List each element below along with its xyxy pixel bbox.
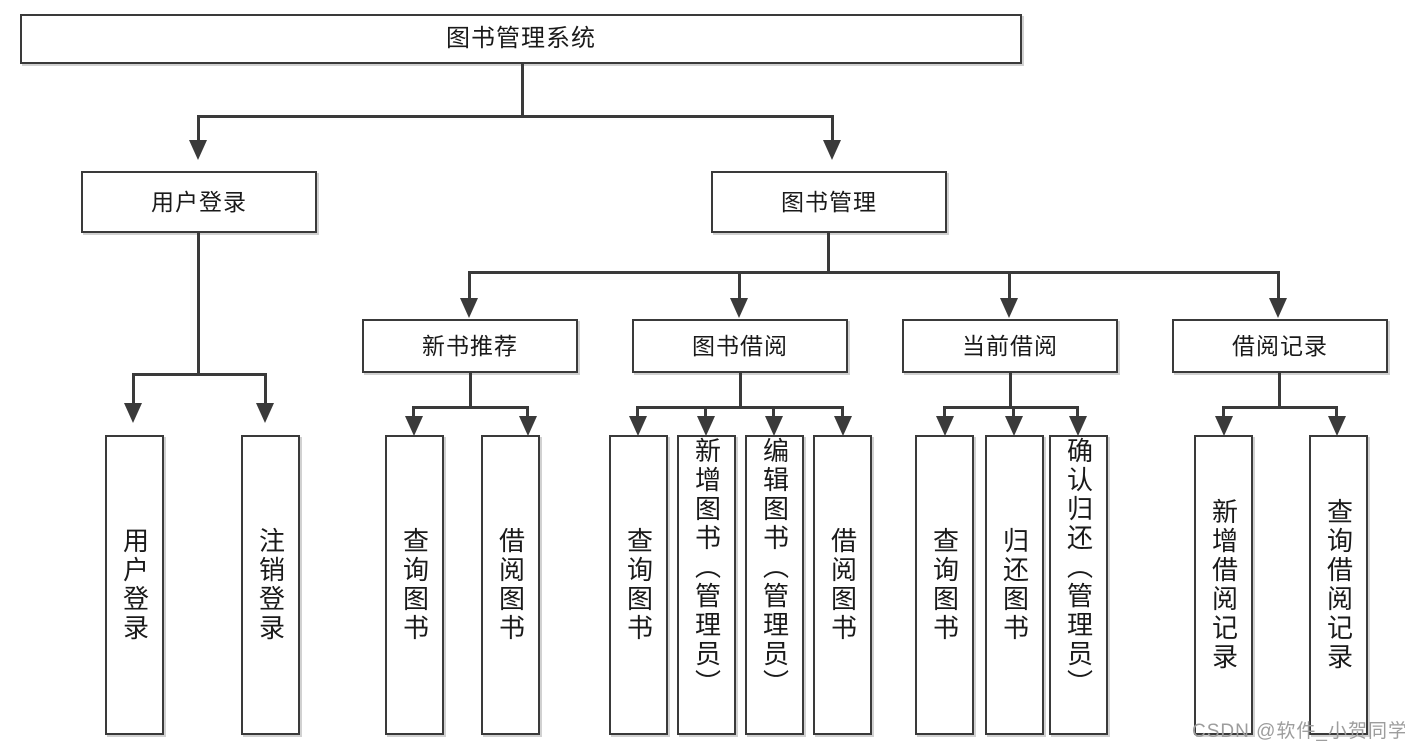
connector-br-bus	[1222, 406, 1338, 409]
node-label: 确认归还（管理员）	[1063, 437, 1094, 698]
connector-bm-drop-1	[468, 271, 471, 301]
node-label: 借阅记录	[1232, 332, 1328, 359]
node-label: 用户登录	[119, 527, 150, 643]
connector-br-drop-2	[1335, 406, 1338, 420]
node-label: 新增图书（管理员）	[691, 437, 722, 698]
connector-br-drop-1	[1222, 406, 1225, 420]
node-label: 图书借阅	[692, 332, 788, 359]
node-label: 图书管理	[781, 188, 877, 215]
arrow-bb-leaf-4	[834, 416, 852, 436]
node-label: 查询图书	[929, 527, 960, 643]
leaf-user-login[interactable]: 用户登录	[105, 435, 164, 735]
connector-user-login-stem	[197, 233, 200, 376]
connector-root-drop-left	[197, 115, 200, 143]
leaf-add-book-admin[interactable]: 新增图书（管理员）	[677, 435, 736, 735]
arrow-bb-leaf-2	[697, 416, 715, 436]
arrow-nbr-leaf-1	[405, 416, 423, 436]
arrow-to-user-login	[189, 140, 207, 160]
connector-user-login-bus	[132, 373, 267, 376]
arrow-to-current-borrow	[1000, 298, 1018, 318]
connector-book-management-bus	[468, 271, 1280, 274]
arrow-cb-leaf-1	[936, 416, 954, 436]
node-label: 注销登录	[255, 527, 286, 643]
connector-bb-drop-3	[772, 406, 775, 420]
node-label: 新增借阅记录	[1208, 498, 1239, 672]
arrow-to-book-borrow	[730, 298, 748, 318]
connector-cb-drop-2	[1012, 406, 1015, 420]
connector-cb-drop-3	[1076, 406, 1079, 420]
arrow-br-leaf-1	[1215, 416, 1233, 436]
connector-root-bus	[197, 115, 834, 118]
node-new-book-recommend[interactable]: 新书推荐	[362, 319, 578, 373]
node-label: 查询图书	[399, 527, 430, 643]
node-label: 图书管理系统	[446, 25, 596, 53]
connector-br-stem	[1278, 373, 1281, 409]
arrow-to-leaf-logout	[256, 403, 274, 423]
connector-bb-stem	[739, 373, 742, 409]
leaf-query-book-borrow[interactable]: 查询图书	[609, 435, 668, 735]
connector-root-stem	[521, 64, 524, 117]
connector-nbr-drop-1	[412, 406, 415, 420]
leaf-borrow-book-recommend[interactable]: 借阅图书	[481, 435, 540, 735]
node-label: 用户登录	[151, 188, 247, 215]
arrow-nbr-leaf-2	[519, 416, 537, 436]
leaf-query-borrow-record[interactable]: 查询借阅记录	[1309, 435, 1368, 735]
connector-cb-stem	[1009, 373, 1012, 409]
arrow-cb-leaf-2	[1005, 416, 1023, 436]
connector-cb-drop-1	[943, 406, 946, 420]
connector-nbr-bus	[412, 406, 529, 409]
connector-book-management-stem	[827, 233, 830, 273]
node-root-system[interactable]: 图书管理系统	[20, 14, 1022, 64]
node-label: 编辑图书（管理员）	[759, 437, 790, 698]
connector-bm-drop-4	[1277, 271, 1280, 301]
arrow-to-book-management	[823, 140, 841, 160]
connector-nbr-stem	[469, 373, 472, 409]
node-label: 新书推荐	[422, 332, 518, 359]
leaf-confirm-return-admin[interactable]: 确认归还（管理员）	[1049, 435, 1108, 735]
connector-root-drop-right	[831, 115, 834, 143]
node-label: 借阅图书	[495, 527, 526, 643]
node-user-login[interactable]: 用户登录	[81, 171, 317, 233]
node-label: 借阅图书	[827, 527, 858, 643]
node-label: 当前借阅	[962, 332, 1058, 359]
arrow-br-leaf-2	[1328, 416, 1346, 436]
arrow-to-new-book-recommend	[460, 298, 478, 318]
connector-bm-drop-3	[1008, 271, 1011, 301]
leaf-query-book-current[interactable]: 查询图书	[915, 435, 974, 735]
connector-user-login-drop-1	[132, 373, 135, 406]
connector-nbr-drop-2	[526, 406, 529, 420]
arrow-to-borrow-record	[1269, 298, 1287, 318]
leaf-return-book[interactable]: 归还图书	[985, 435, 1044, 735]
node-label: 查询借阅记录	[1323, 498, 1354, 672]
arrow-bb-leaf-3	[765, 416, 783, 436]
leaf-edit-book-admin[interactable]: 编辑图书（管理员）	[745, 435, 804, 735]
leaf-borrow-book[interactable]: 借阅图书	[813, 435, 872, 735]
leaf-add-borrow-record[interactable]: 新增借阅记录	[1194, 435, 1253, 735]
connector-bb-bus	[636, 406, 844, 409]
node-borrow-record[interactable]: 借阅记录	[1172, 319, 1388, 373]
arrow-to-leaf-user-login	[124, 403, 142, 423]
connector-bb-drop-2	[704, 406, 707, 420]
connector-cb-bus	[943, 406, 1079, 409]
node-label: 归还图书	[999, 527, 1030, 643]
connector-user-login-drop-2	[264, 373, 267, 406]
leaf-logout[interactable]: 注销登录	[241, 435, 300, 735]
node-book-management[interactable]: 图书管理	[711, 171, 947, 233]
leaf-query-book-recommend[interactable]: 查询图书	[385, 435, 444, 735]
node-current-borrow[interactable]: 当前借阅	[902, 319, 1118, 373]
node-book-borrow[interactable]: 图书借阅	[632, 319, 848, 373]
node-label: 查询图书	[623, 527, 654, 643]
connector-bm-drop-2	[738, 271, 741, 301]
arrow-bb-leaf-1	[629, 416, 647, 436]
csdn-watermark: CSDN @软件_小贺同学	[1192, 721, 1405, 742]
connector-bb-drop-1	[636, 406, 639, 420]
arrow-cb-leaf-3	[1069, 416, 1087, 436]
connector-bb-drop-4	[841, 406, 844, 420]
